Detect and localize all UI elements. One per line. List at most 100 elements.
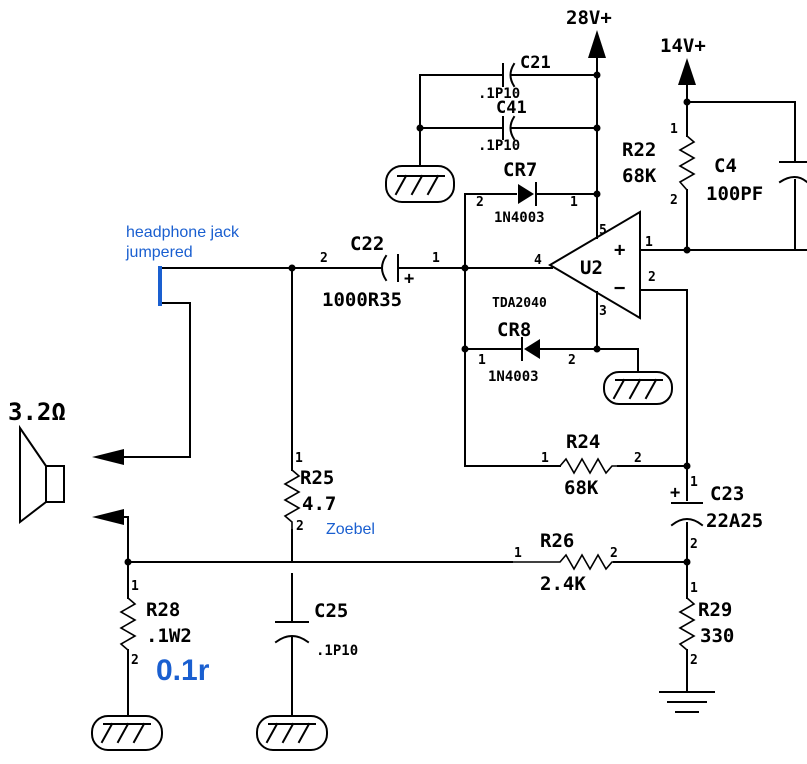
- junction-dot: [416, 124, 424, 132]
- junction-dot: [683, 558, 691, 566]
- r26-ref: R26: [540, 530, 574, 552]
- c23-pin2: 2: [690, 537, 698, 552]
- speaker-arrow-icon: [92, 509, 124, 525]
- zoebel-note: Zoebel: [326, 521, 375, 538]
- resistor-r26: R26 2.4K 1 2: [512, 530, 618, 595]
- c22-polarity: +: [404, 269, 414, 289]
- c25-value: .1P10: [316, 643, 358, 659]
- junction-dot: [593, 124, 601, 132]
- rail-28v: 28V+: [566, 7, 612, 58]
- c22-value: 1000R35: [322, 289, 402, 311]
- r22-pin1: 1: [670, 122, 678, 137]
- speaker-arrow-icon: [92, 449, 124, 465]
- cr8-pin1: 1: [478, 353, 486, 368]
- resistor-r29: R29 330 1 2: [678, 581, 734, 668]
- cr7-ref: CR7: [503, 159, 537, 181]
- cr8-ref: CR8: [497, 319, 531, 341]
- cr7-pin1: 1: [570, 195, 578, 210]
- junction-dot: [461, 264, 469, 272]
- r26-pin1: 1: [514, 546, 522, 561]
- r22-pin2: 2: [670, 193, 678, 208]
- u2-plus: +: [614, 239, 625, 261]
- r28-ref: R28: [146, 599, 180, 621]
- chassis-ground-icon: [603, 371, 673, 405]
- capacitor-c22: C22 2 1 + 1000R35: [320, 233, 440, 311]
- u2-pin5: 5: [599, 223, 607, 238]
- junction-dot: [683, 98, 691, 106]
- opamp-u2: U2 + − 4 5 3 1 2 TDA2040: [492, 210, 656, 320]
- r28-pin2: 2: [131, 653, 139, 668]
- c23-value: 22A25: [706, 510, 763, 532]
- u2-pin4: 4: [534, 253, 542, 268]
- r22-value: 68K: [622, 165, 657, 187]
- r25-pin2: 2: [296, 519, 304, 534]
- resistor-r28: R28 .1W2 1 2: [119, 579, 192, 668]
- capacitor-c41: C41 .1P10: [478, 98, 527, 154]
- c41-ref: C41: [496, 98, 527, 118]
- c21-ref: C21: [520, 53, 551, 73]
- r24-pin1: 1: [541, 451, 549, 466]
- junction-dot: [683, 462, 691, 470]
- headphone-note-line1: headphone jack: [126, 224, 240, 241]
- earth-ground-icon: [659, 691, 715, 713]
- capacitor-c4: C4 100PF: [706, 155, 807, 205]
- u2-ref: U2: [580, 257, 603, 279]
- resistor-r25: R25 4.7 1 2: [283, 451, 336, 534]
- cr7-pin2: 2: [476, 195, 484, 210]
- junction-dot: [593, 190, 601, 198]
- c21-value: .1P10: [478, 86, 520, 102]
- resistor-r22: R22 68K 1 2: [622, 122, 696, 208]
- chassis-ground-icon: [256, 715, 328, 751]
- u2-pin2: 2: [648, 270, 656, 285]
- rail-14v-label: 14V+: [660, 35, 706, 57]
- capacitor-c25: C25 .1P10: [274, 600, 358, 659]
- r26-value: 2.4K: [540, 573, 586, 595]
- c23-polarity: +: [670, 483, 680, 503]
- cr8-pin2: 2: [568, 353, 576, 368]
- junction-dot: [124, 558, 132, 566]
- cr7-value: 1N4003: [494, 210, 545, 226]
- wires: [124, 57, 807, 717]
- junction-dot: [288, 264, 296, 272]
- headphone-note-line2: jumpered: [125, 244, 193, 261]
- r24-value: 68K: [564, 477, 599, 499]
- capacitor-c21: C21 .1P10: [478, 53, 551, 102]
- r25-value: 4.7: [302, 493, 336, 515]
- rail-arrow-icon: [678, 58, 696, 85]
- cr8-value: 1N4003: [488, 369, 539, 385]
- chassis-ground-icon: [91, 715, 163, 751]
- u2-minus: −: [614, 277, 625, 299]
- capacitor-c23: + 1 2 C23 22A25: [670, 475, 763, 552]
- r25-ref: R25: [300, 467, 334, 489]
- c22-pin1: 1: [432, 251, 440, 266]
- speaker-label: 3.2Ω: [8, 398, 66, 426]
- c41-value: .1P10: [478, 138, 520, 154]
- junction-dot: [461, 345, 469, 353]
- rail-arrow-icon: [588, 30, 606, 58]
- c25-ref: C25: [314, 600, 348, 622]
- c4-ref: C4: [714, 155, 737, 177]
- c22-pin2: 2: [320, 251, 328, 266]
- rail-28v-label: 28V+: [566, 7, 612, 29]
- junction-dot: [593, 71, 601, 79]
- resistor-r24: R24 68K 1 2: [541, 431, 642, 499]
- junctions: [124, 71, 691, 566]
- u2-pin1: 1: [645, 235, 653, 250]
- c23-ref: C23: [710, 483, 744, 505]
- u2-pin3: 3: [599, 304, 607, 319]
- c23-pin1: 1: [690, 475, 698, 490]
- r26-pin2: 2: [610, 546, 618, 561]
- r29-pin1: 1: [690, 581, 698, 596]
- u2-part: TDA2040: [492, 296, 547, 311]
- r24-ref: R24: [566, 431, 600, 453]
- chassis-ground-icon: [385, 161, 455, 203]
- junction-dot: [683, 246, 691, 254]
- diode-cr7: CR7 2 1 1N4003: [476, 159, 578, 226]
- r22-ref: R22: [622, 139, 656, 161]
- r24-pin2: 2: [634, 451, 642, 466]
- junction-dot: [593, 345, 601, 353]
- r29-value: 330: [700, 625, 734, 647]
- r28-pin1: 1: [131, 579, 139, 594]
- r28-note: 0.1r: [156, 654, 210, 687]
